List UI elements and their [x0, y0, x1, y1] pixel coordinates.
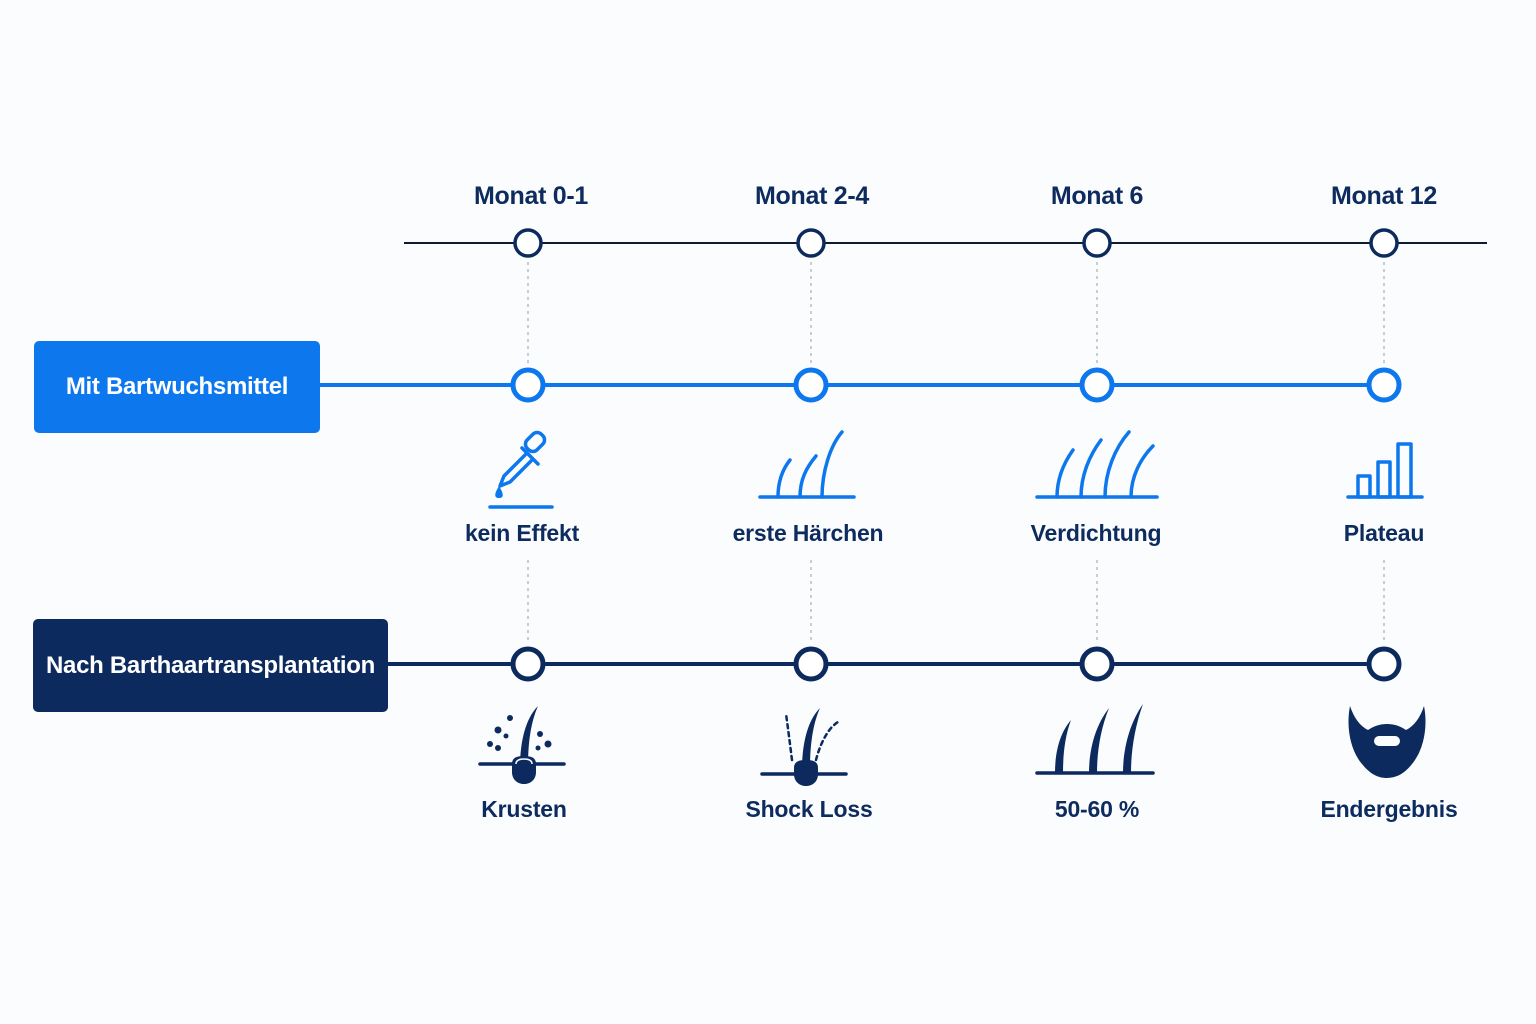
stage-label-plateau: Plateau — [1343, 520, 1425, 546]
row2-markers — [510, 646, 1402, 682]
connectors — [527, 262, 1385, 644]
row-label-transplantation: Nach Barthaartransplantation — [33, 619, 388, 712]
stage-label-50-60-percent: 50-60 % — [1054, 796, 1140, 822]
row-label-bartwuchsmittel: Mit Bartwuchsmittel — [34, 341, 320, 433]
row2-marker-month-12 — [1366, 646, 1402, 682]
follicle-crusts-icon — [478, 706, 566, 784]
stage-label-krusten: Krusten — [481, 796, 567, 822]
month-label-12: Monat 12 — [1331, 182, 1437, 210]
stage-label-endergebnis: Endergebnis — [1320, 796, 1458, 822]
month-label-2-4: Monat 2-4 — [755, 182, 869, 210]
row2-marker-month-2-4 — [793, 646, 829, 682]
row2-marker-month-0-1 — [510, 646, 546, 682]
stage-label-erste-haerchen: erste Härchen — [732, 520, 884, 546]
row1-marker-month-0-1 — [510, 367, 546, 403]
stage-label-shock-loss: Shock Loss — [745, 796, 873, 822]
axis-marker-month-0-1 — [513, 228, 543, 258]
row1-marker-month-12 — [1366, 367, 1402, 403]
beard-icon — [1348, 706, 1426, 778]
row1-marker-month-2-4 — [793, 367, 829, 403]
month-label-6: Monat 6 — [1050, 182, 1144, 210]
first-hairs-icon — [758, 430, 856, 499]
axis-marker-month-6 — [1082, 228, 1112, 258]
row1-markers — [510, 367, 1402, 403]
bar-chart-icon — [1346, 442, 1424, 499]
stage-label-verdichtung: Verdichtung — [1030, 520, 1162, 546]
time-axis-markers — [513, 228, 1399, 258]
axis-marker-month-12 — [1369, 228, 1399, 258]
follicle-shockloss-icon — [760, 708, 848, 786]
dropper-icon — [488, 430, 554, 509]
row2-marker-month-6 — [1079, 646, 1115, 682]
hairs-growth-icon — [1035, 704, 1155, 775]
month-label-0-1: Monat 0-1 — [474, 182, 588, 210]
dense-hairs-icon — [1035, 430, 1159, 499]
stage-label-kein-effekt: kein Effekt — [464, 520, 580, 546]
axis-marker-month-2-4 — [796, 228, 826, 258]
row1-marker-month-6 — [1079, 367, 1115, 403]
